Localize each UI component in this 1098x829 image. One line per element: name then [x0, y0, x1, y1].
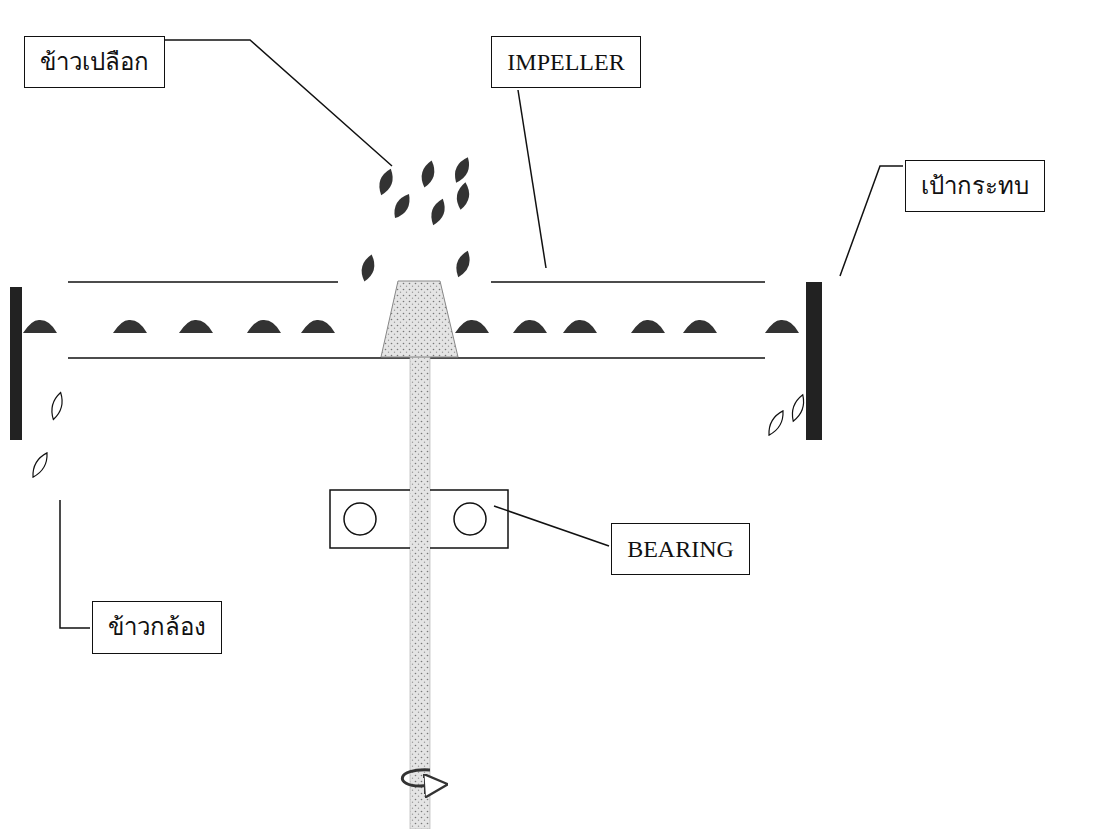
target-label-box: เป้ากระทบ — [905, 160, 1045, 212]
flying-grain — [113, 320, 147, 333]
label-text: BEARING — [627, 535, 734, 564]
shaft — [410, 357, 430, 829]
label-text: ข้าวกล้อง — [108, 613, 206, 642]
flying-grain — [513, 320, 547, 333]
brown-rice-grain — [789, 393, 807, 422]
rotation-arrow — [402, 770, 436, 786]
flying-grain — [683, 320, 717, 333]
paddy-grain — [419, 159, 438, 189]
rice-grains — [23, 155, 807, 480]
label-text: ข้าวเปลือก — [40, 48, 149, 77]
impact-target-right — [806, 282, 822, 440]
paddy-label-box: ข้าวเปลือก — [24, 36, 165, 88]
flying-grain — [765, 320, 799, 333]
flying-grain — [179, 320, 213, 333]
flying-grain — [23, 320, 57, 333]
shaft-through-bearing — [410, 489, 430, 550]
flying-grain — [631, 320, 665, 333]
bearing-label-box: BEARING — [611, 523, 750, 575]
impeller-plates — [68, 282, 765, 358]
paddy-grain — [390, 191, 414, 221]
paddy-grain — [376, 167, 397, 197]
flying-grain — [301, 320, 335, 333]
impeller-hub — [381, 281, 458, 357]
impact-target-left — [10, 287, 22, 440]
paddy-grain — [455, 181, 472, 211]
brown-rice-grain — [29, 451, 51, 480]
paddy-grain — [453, 249, 474, 279]
flying-grain — [563, 320, 597, 333]
paddy-grain — [451, 155, 474, 185]
brown-rice-grain — [765, 409, 787, 438]
flying-grain — [455, 320, 489, 333]
brown-rice-grain — [49, 391, 65, 420]
leader-lines — [60, 40, 903, 628]
brown-rice-label-box: ข้าวกล้อง — [92, 601, 222, 654]
label-text: เป้ากระทบ — [921, 172, 1029, 201]
paddy-grain — [428, 197, 449, 227]
flying-grain — [247, 320, 281, 333]
impeller-label-box: IMPELLER — [491, 36, 641, 88]
label-text: IMPELLER — [507, 48, 624, 77]
paddy-grain — [359, 253, 378, 283]
